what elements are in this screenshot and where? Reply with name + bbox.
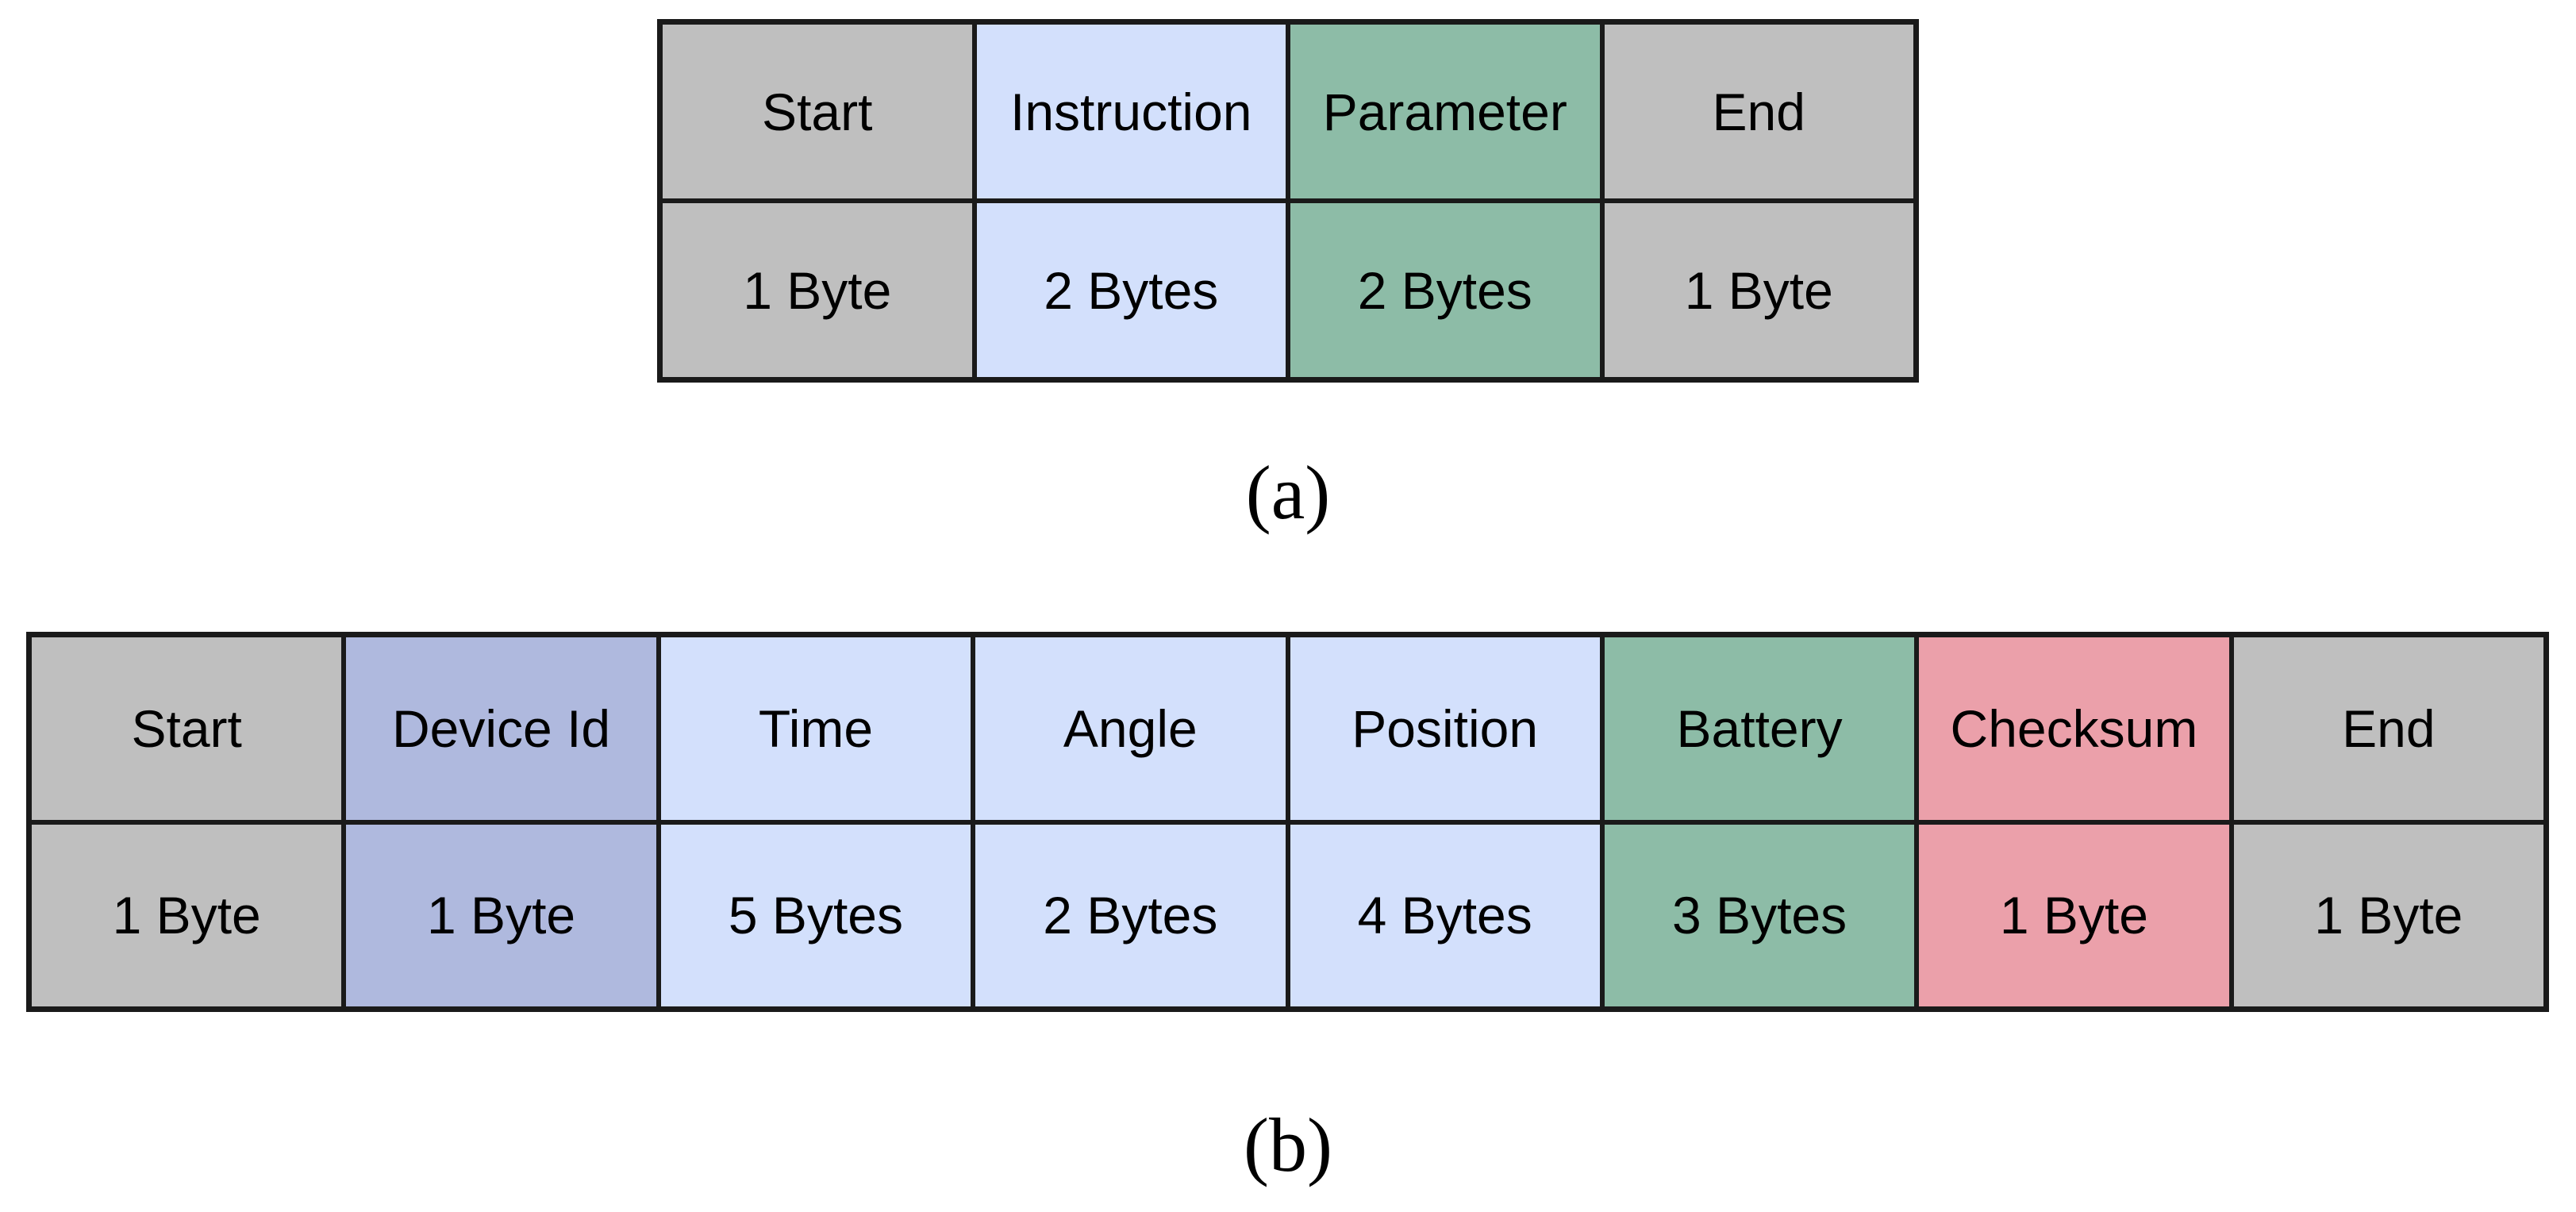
- field-size-cell: 1 Byte: [29, 821, 344, 1009]
- field-name-cell: Angle: [973, 635, 1288, 822]
- field-name-cell: Start: [660, 22, 975, 201]
- field-name-cell: Parameter: [1288, 22, 1602, 201]
- field-size-cell: 1 Byte: [2231, 821, 2546, 1009]
- field-size-cell: 1 Byte: [1917, 821, 2232, 1009]
- field-size-cell: 1 Byte: [660, 201, 975, 379]
- field-size-cell: 2 Bytes: [973, 821, 1288, 1009]
- field-size-cell: 2 Bytes: [974, 201, 1288, 379]
- caption-b: (b): [1244, 1102, 1332, 1187]
- caption-a: (a): [1245, 450, 1331, 535]
- field-name-cell: Instruction: [974, 22, 1288, 201]
- field-size-cell: 1 Byte: [344, 821, 659, 1009]
- field-name-cell: End: [1601, 22, 1916, 201]
- field-name-cell: Start: [29, 635, 344, 822]
- field-size-cell: 1 Byte: [1601, 201, 1916, 379]
- field-size-cell: 3 Bytes: [1601, 821, 1917, 1009]
- field-name-cell: End: [2231, 635, 2546, 822]
- field-name-cell: Battery: [1601, 635, 1917, 822]
- field-size-cell: 4 Bytes: [1287, 821, 1602, 1009]
- field-name-cell: Checksum: [1917, 635, 2232, 822]
- field-name-cell: Device Id: [344, 635, 659, 822]
- field-name-cell: Position: [1287, 635, 1602, 822]
- field-size-cell: 2 Bytes: [1288, 201, 1602, 379]
- field-name-cell: Time: [658, 635, 974, 822]
- field-size-cell: 5 Bytes: [658, 821, 974, 1009]
